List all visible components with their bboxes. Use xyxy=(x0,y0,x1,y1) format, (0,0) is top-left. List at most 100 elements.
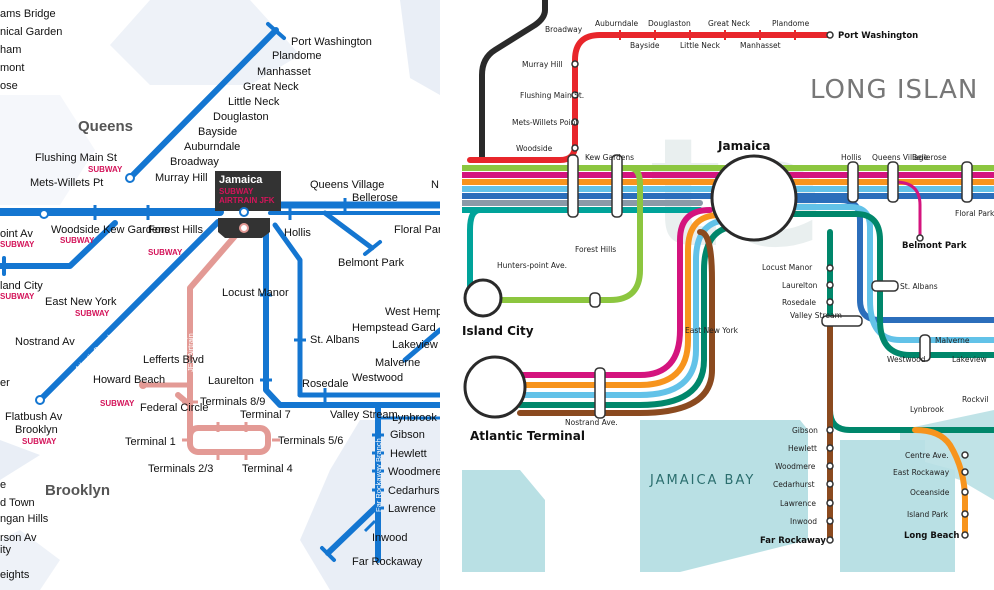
line-orange-curve xyxy=(517,212,723,388)
dot-gibson[interactable] xyxy=(826,426,834,434)
dot-island-park[interactable] xyxy=(961,510,969,518)
bar-kew-gardens[interactable] xyxy=(611,154,623,218)
dot-locust[interactable] xyxy=(826,264,834,272)
label-hollis: Hollis xyxy=(284,227,311,239)
label-hewlett: Hewlett xyxy=(390,448,427,460)
station-dot-woodside[interactable] xyxy=(39,209,49,219)
label-plandome: Plandome xyxy=(272,50,322,62)
dot-woodside-red[interactable] xyxy=(571,144,579,152)
label-bellerose: Bellerose xyxy=(352,192,398,204)
r-label-broadway: Broadway xyxy=(545,25,583,34)
r-label-east-new-york: East New York xyxy=(685,326,739,335)
right-map-panel: te xyxy=(462,0,994,590)
r-label-little-neck: Little Neck xyxy=(680,41,721,50)
label-atlantic: Atlantic Terminal xyxy=(470,429,585,443)
sub-woodside: SUBWAY xyxy=(60,236,95,245)
r-label-far-rockaway: Far Rockaway xyxy=(760,536,826,546)
label-kew-gardens: Kew Gardens xyxy=(103,224,170,236)
label-rosedale: Rosedale xyxy=(302,378,348,390)
line-darkgreen-curve xyxy=(517,223,743,408)
panel-divider xyxy=(440,0,462,590)
label-douglaston: Douglaston xyxy=(213,111,269,123)
label-island-city: land City xyxy=(0,280,43,292)
label-ngan-hills: ngan Hills xyxy=(0,513,49,525)
dot-inwood[interactable] xyxy=(826,517,834,525)
dot-rosedale[interactable] xyxy=(826,298,834,306)
port-washington-line xyxy=(127,27,279,181)
label-west-hempstead: West Hemp xyxy=(385,306,442,318)
area-brooklyn: Brooklyn xyxy=(45,482,110,499)
r-label-malverne: Malverne xyxy=(935,336,970,345)
r-label-nostrand: Nostrand Ave. xyxy=(565,418,618,427)
label-rson-av: rson Av xyxy=(0,532,37,544)
jamaica-hub-label-box xyxy=(215,171,281,211)
water-southwest xyxy=(462,470,545,572)
bar-forest-hills[interactable] xyxy=(589,292,601,308)
r-label-hollis: Hollis xyxy=(841,153,861,162)
r-label-oceanside: Oceanside xyxy=(910,488,950,497)
sub-howard-beach: SUBWAY xyxy=(100,399,135,408)
r-label-woodmere: Woodmere xyxy=(775,462,816,471)
bar-hollis[interactable] xyxy=(847,161,859,203)
dot-oceanside[interactable] xyxy=(961,488,969,496)
label-woodmere: Woodmere xyxy=(388,466,442,478)
airtrain-jamaica-line xyxy=(175,225,245,408)
station-dot-flatbush[interactable] xyxy=(35,395,45,405)
dot-belmont[interactable] xyxy=(916,234,924,242)
label-ne-cut: N xyxy=(431,179,439,191)
bar-malverne[interactable] xyxy=(919,334,931,362)
label-inwood: Inwood xyxy=(372,532,407,544)
r-label-forest-hills: Forest Hills xyxy=(575,245,616,254)
r-label-queens-village: Queens Village xyxy=(872,153,929,162)
r-label-centre-ave: Centre Ave. xyxy=(905,451,949,460)
dot-woodmere[interactable] xyxy=(826,462,834,470)
hub-atlantic[interactable] xyxy=(463,355,527,419)
dot-centre[interactable] xyxy=(961,451,969,459)
right-map-bottom-margin xyxy=(462,572,994,590)
bar-nostrand[interactable] xyxy=(594,367,606,419)
label-d-town: d Town xyxy=(0,497,35,509)
endcap-far-rockaway xyxy=(320,546,336,562)
line-black xyxy=(479,0,548,163)
bar-queens-village[interactable] xyxy=(887,161,899,203)
dot-hewlett[interactable] xyxy=(826,444,834,452)
sub-flushing: SUBWAY xyxy=(88,165,123,174)
sub-east-new-york: SUBWAY xyxy=(75,309,110,318)
label-er: er xyxy=(0,377,10,389)
hub-jamaica[interactable] xyxy=(710,154,798,242)
dot-east-rockaway[interactable] xyxy=(961,468,969,476)
dot-cedarhurst[interactable] xyxy=(826,480,834,488)
label-east-new-york: East New York xyxy=(45,296,117,308)
bar-st-albans[interactable] xyxy=(871,280,899,292)
station-dot-murray-hill[interactable] xyxy=(125,173,135,183)
label-terminal-4: Terminal 4 xyxy=(242,463,293,475)
r-label-great-neck: Great Neck xyxy=(708,19,751,28)
r-label-douglaston: Douglaston xyxy=(648,19,691,28)
borough-hex-north xyxy=(110,0,300,85)
dot-port-washington[interactable] xyxy=(826,31,834,39)
r-label-long-beach: Long Beach xyxy=(904,531,959,541)
label-little-neck: Little Neck xyxy=(228,96,280,108)
label-point-av: oint Av xyxy=(0,228,33,240)
bar-valley-stream[interactable] xyxy=(821,315,863,327)
dot-flushing[interactable] xyxy=(571,91,579,99)
dot-lawrence[interactable] xyxy=(826,499,834,507)
bar-bellerose[interactable] xyxy=(961,161,973,203)
line-teal-left xyxy=(467,207,483,293)
label-bayside: Bayside xyxy=(198,126,237,138)
dot-long-beach[interactable] xyxy=(961,531,969,539)
dot-mets[interactable] xyxy=(571,118,579,126)
dot-laurelton[interactable] xyxy=(826,281,834,289)
station-ticks xyxy=(93,198,384,533)
line-brown-curve xyxy=(517,229,715,416)
lirr-lines xyxy=(0,27,444,563)
dot-far-rockaway[interactable] xyxy=(826,536,834,544)
bar-woodside[interactable] xyxy=(567,154,579,218)
branch-jfk-airtrain: JFK Airtrain xyxy=(186,333,195,372)
r-label-st-albans: St. Albans xyxy=(900,282,938,291)
jamaica-hub-name: Jamaica xyxy=(219,174,263,186)
hub-island-city[interactable] xyxy=(463,278,503,318)
dot-murray-hill[interactable] xyxy=(571,60,579,68)
label-mets-willets: Mets-Willets Pt xyxy=(30,177,103,189)
